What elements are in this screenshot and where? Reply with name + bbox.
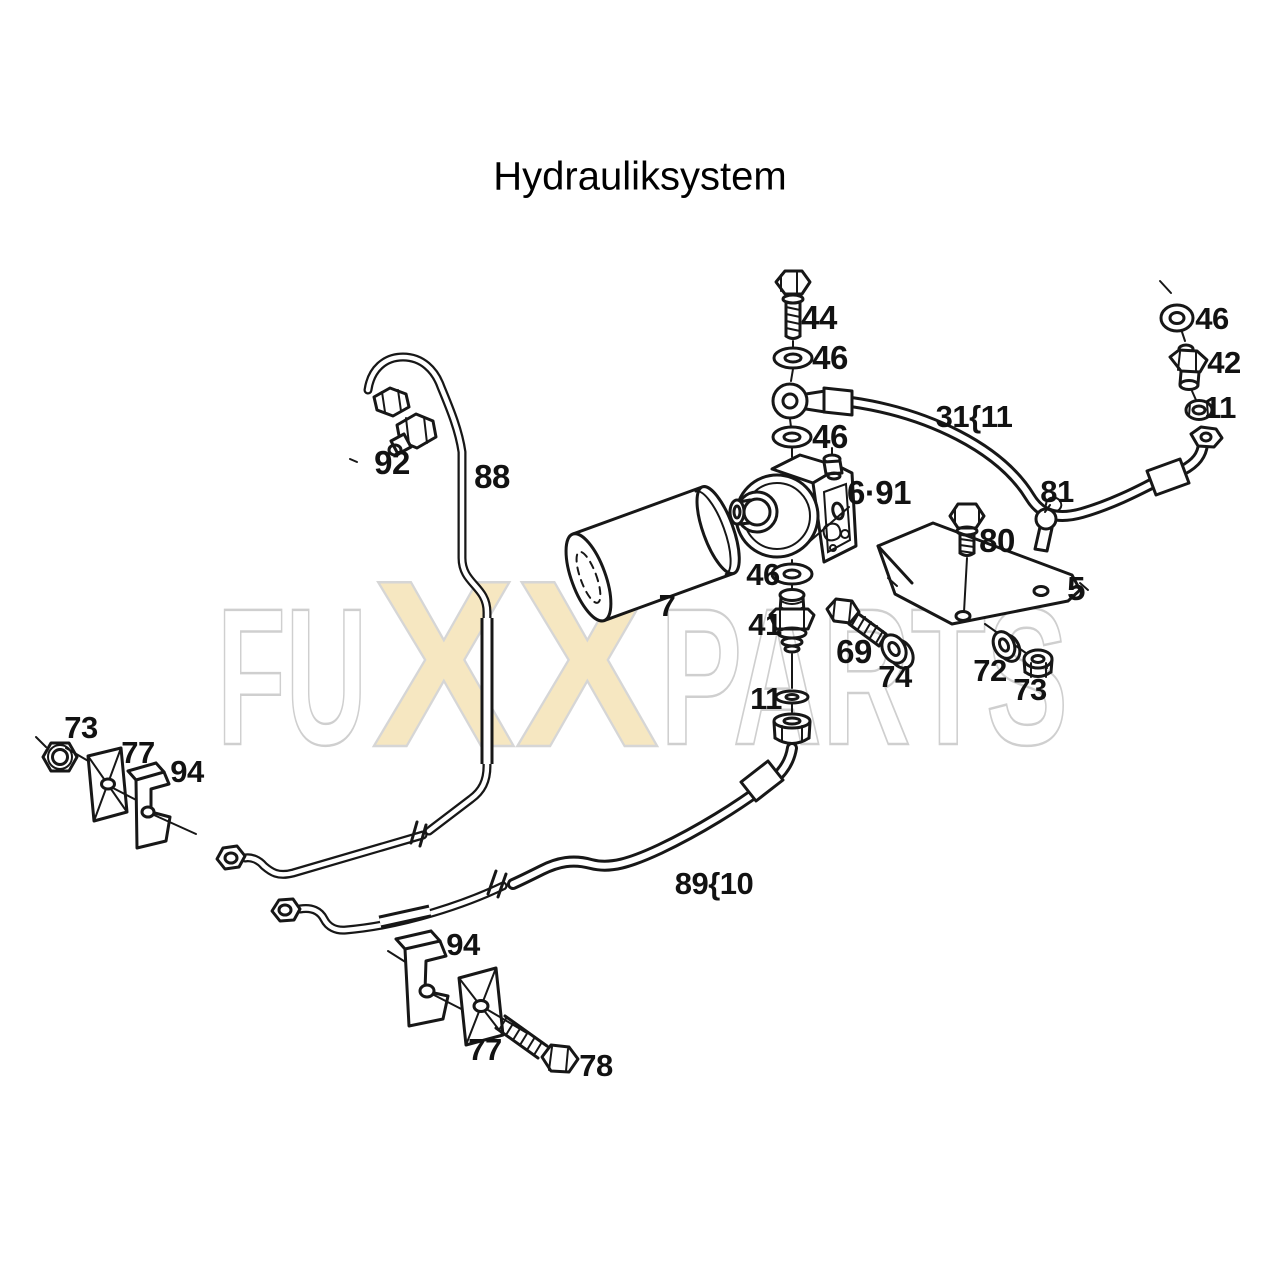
part-label-46-a: 46 xyxy=(812,339,848,376)
clamp-94-bottom xyxy=(403,939,450,1028)
part-label-5: 5 xyxy=(1067,570,1085,607)
pipe-break-mark xyxy=(409,820,428,848)
hose-31-11 xyxy=(845,396,1224,522)
part-label-80: 80 xyxy=(979,522,1015,559)
part-label-81: 81 xyxy=(1040,474,1074,509)
part-label-94-bottom: 94 xyxy=(446,927,480,962)
bottom-mount-group xyxy=(387,929,580,1074)
oil-filter-7 xyxy=(564,485,741,623)
clamp-81 xyxy=(1033,496,1063,553)
hydraulic-pump xyxy=(728,447,858,564)
part-label-92: 92 xyxy=(374,444,410,481)
part-label-73-right: 73 xyxy=(1013,672,1047,707)
hose-89-10 xyxy=(507,742,798,890)
part-label-46-c: 46 xyxy=(746,557,780,592)
hose-ferrule xyxy=(1145,457,1191,497)
part-label-88: 88 xyxy=(474,458,510,495)
banjo-bolt-column xyxy=(771,269,854,458)
part-label-74: 74 xyxy=(878,659,912,694)
part-label-72: 72 xyxy=(973,653,1007,688)
part-label-41: 41 xyxy=(748,607,782,642)
fitting-column-right xyxy=(1159,280,1214,421)
part-label-77-bottom: 77 xyxy=(468,1032,502,1067)
part-label-69: 69 xyxy=(836,633,872,670)
watermark-parts: PARTS xyxy=(660,568,1068,786)
part-label-6-91: 6·91 xyxy=(846,474,912,511)
part-label-78: 78 xyxy=(579,1048,613,1083)
part-label-42: 42 xyxy=(1207,345,1241,380)
part-label-11-center: 11 xyxy=(750,681,782,716)
part-label-46-right: 46 xyxy=(1195,301,1229,336)
pipe-88 xyxy=(215,352,494,879)
bolt-80 xyxy=(948,502,986,613)
pipe-lower xyxy=(270,869,508,935)
bolt-69-head xyxy=(825,597,861,625)
hose-end-nut xyxy=(1189,425,1224,449)
part-label-11-right: 11 xyxy=(1204,390,1236,425)
hose-ferrule-lower xyxy=(739,759,785,803)
part-label-77-left: 77 xyxy=(121,735,155,770)
left-mount-group xyxy=(35,736,197,850)
pump-nipple xyxy=(822,459,844,476)
part-label-31-11: 31{11 xyxy=(935,399,1013,434)
fittings-92 xyxy=(349,386,438,463)
bracket-5 xyxy=(876,521,1089,626)
part-label-89-10: 89{10 xyxy=(674,866,754,901)
leader-lines xyxy=(800,504,1051,550)
bolt-69-washer-74 xyxy=(825,597,915,670)
part-label-7: 7 xyxy=(658,588,676,623)
page-title: Hydrauliksystem xyxy=(493,154,787,199)
nut-73-right xyxy=(1022,648,1054,670)
bolt-78-head xyxy=(540,1043,580,1074)
part-label-44: 44 xyxy=(801,299,837,336)
part-label-94-left: 94 xyxy=(170,754,204,789)
part-label-46-b: 46 xyxy=(812,418,848,455)
grommet-72-nut-73 xyxy=(984,623,1054,678)
part-label-73-left: 73 xyxy=(64,710,98,745)
bolt-44-head xyxy=(774,269,812,296)
fitting-42 xyxy=(1168,348,1209,374)
watermark-fu: FU xyxy=(217,568,367,786)
pipe-break-mark xyxy=(486,869,508,899)
